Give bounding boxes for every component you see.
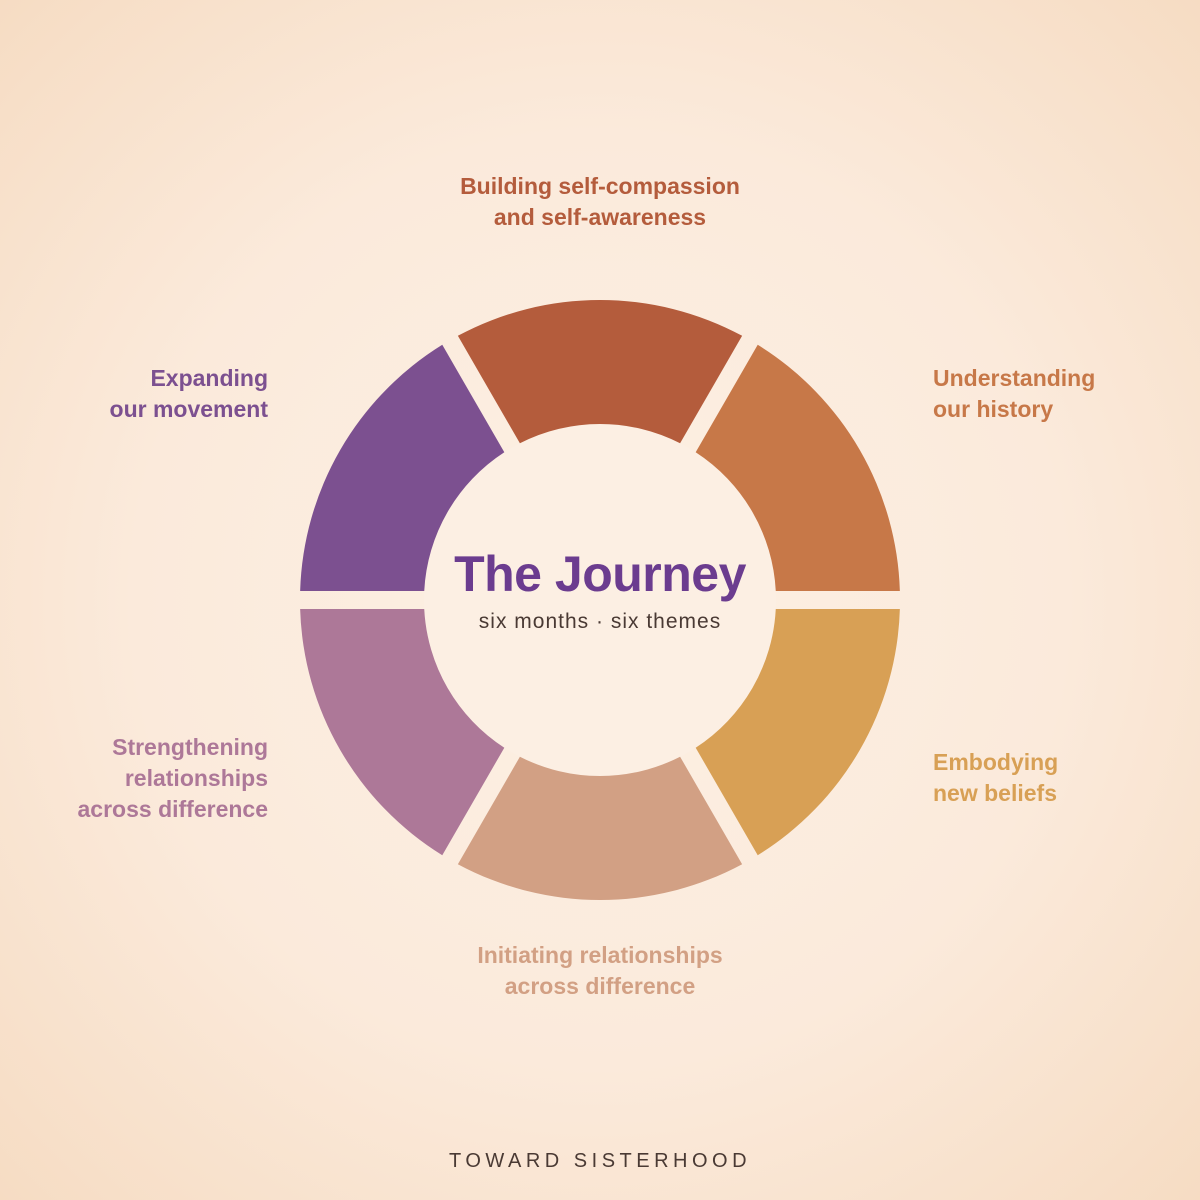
theme-label-line: Embodying (933, 749, 1059, 775)
wheel-center-hub (424, 424, 776, 776)
wheel-segment-4 (457, 756, 743, 901)
wheel-segments (300, 300, 900, 901)
theme-label-line: Building self-compassion (460, 173, 740, 199)
wheel-segment-5 (300, 608, 505, 856)
theme-label-3: Embodying new beliefs (933, 747, 1058, 809)
center-subtitle: six months · six themes (478, 610, 722, 633)
footer-brand: TOWARD SISTERHOOD (448, 1150, 752, 1172)
theme-label-line: and self-awareness (493, 204, 707, 230)
theme-label-line: our movement (109, 396, 268, 422)
theme-label-line: new beliefs (933, 780, 1057, 806)
theme-label-line: Understanding (933, 365, 1096, 391)
theme-label-5: Strengthening relationships across differe… (78, 732, 268, 825)
wheel-segment-3 (695, 608, 900, 856)
wheel-segment-1 (457, 300, 743, 444)
theme-label-line: Strengthening (112, 734, 268, 760)
theme-label-2: Understanding our history (933, 363, 1095, 425)
wheel-segment-2 (695, 344, 900, 592)
theme-label-4: Initiating relationships across differenc… (477, 940, 722, 1002)
theme-label-6: Expanding our movement (110, 363, 268, 425)
wheel-segment-6 (300, 344, 505, 592)
center-title: The Journey (454, 546, 746, 602)
theme-label-line: our history (933, 396, 1054, 422)
theme-label-line: relationships (124, 765, 268, 791)
theme-label-line: across difference (504, 973, 696, 999)
theme-label-line: Initiating relationships (477, 942, 723, 968)
theme-label-line: Expanding (150, 365, 268, 391)
theme-label-line: across difference (77, 796, 268, 822)
theme-label-1: Building self-compassion and self-awarene… (460, 171, 740, 233)
